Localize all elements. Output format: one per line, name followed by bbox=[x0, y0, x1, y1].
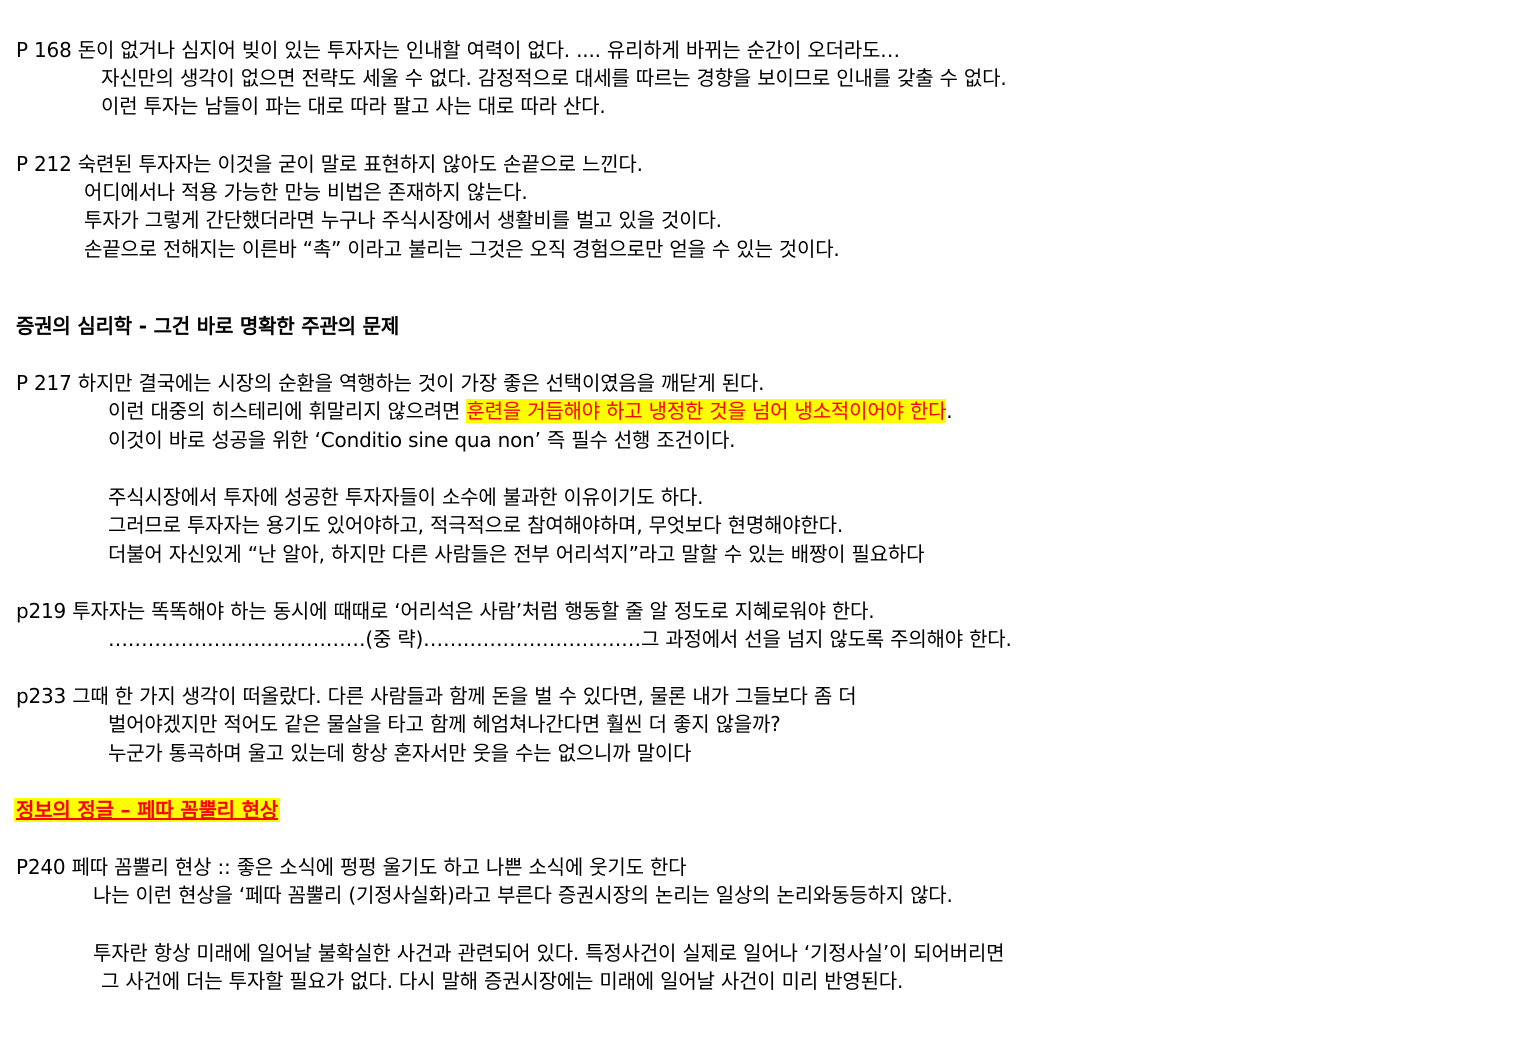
section-heading-psychology: 증권의 심리학 - 그건 바로 명확한 주관의 문제 bbox=[16, 314, 400, 338]
p217-line-6: 더불어 자신있게 “난 알아, 하지만 다른 사람들은 전부 어리석지”라고 말… bbox=[108, 542, 925, 566]
p219-line-2: …………………………………(중 략)……………………………그 과정에서 선을 넘… bbox=[108, 627, 1012, 651]
p240-line-4: 그 사건에 더는 투자할 필요가 없다. 다시 말해 증권시장에는 미래에 일어… bbox=[101, 969, 904, 993]
p240-line-2: 나는 이런 현상을 ‘페따 꼼뿔리 (기정사실화)라고 부른다 증권시장의 논리… bbox=[93, 883, 953, 907]
p233-line-3: 누군가 통곡하며 울고 있는데 항상 혼자서만 웃을 수는 없으니까 말이다 bbox=[108, 741, 692, 765]
p240-line-1: P240 페따 꼼뿔리 현상 :: 좋은 소식에 펑펑 울기도 하고 나쁜 소식… bbox=[16, 855, 687, 879]
p212-line-1: P 212 숙련된 투자자는 이것을 굳이 말로 표현하지 않아도 손끝으로 느… bbox=[16, 152, 643, 176]
p233-line-2: 벌어야겠지만 적어도 같은 물살을 타고 함께 헤엄쳐나간다면 훨씬 더 좋지 … bbox=[108, 712, 781, 736]
p217-line-2-period: . bbox=[946, 399, 953, 423]
p217-line-3: 이것이 바로 성공을 위한 ‘Conditio sine qua non’ 즉 … bbox=[108, 428, 736, 452]
p168-line-3: 이런 투자는 남들이 파는 대로 따라 팔고 사는 대로 따라 산다. bbox=[101, 94, 606, 118]
section-heading-jungle-wrapper: 정보의 정글 – 페따 꼼뿔리 현상 bbox=[14, 796, 281, 824]
p217-line-2: 이런 대중의 히스테리에 휘말리지 않으려면 훈련을 거듭해야 하고 냉정한 것… bbox=[108, 397, 953, 425]
p217-line-2-text: 이런 대중의 히스테리에 휘말리지 않으려면 bbox=[108, 399, 467, 423]
p212-line-2: 어디에서나 적용 가능한 만능 비법은 존재하지 않는다. bbox=[84, 180, 528, 204]
p168-line-1: P 168 돈이 없거나 심지어 빚이 있는 투자자는 인내할 여력이 없다. … bbox=[16, 38, 900, 62]
p212-line-4: 손끝으로 전해지는 이른바 “촉” 이라고 불리는 그것은 오직 경험으로만 얻… bbox=[84, 237, 840, 261]
p219-line-1: p219 투자자는 똑똑해야 하는 동시에 때때로 ‘어리석은 사람’처럼 행동… bbox=[16, 599, 875, 623]
p240-line-3: 투자란 항상 미래에 일어날 불확실한 사건과 관련되어 있다. 특정사건이 실… bbox=[93, 941, 1005, 965]
p217-line-5: 그러므로 투자자는 용기도 있어야하고, 적극적으로 참여해야하며, 무엇보다 … bbox=[108, 513, 843, 537]
p217-line-4: 주식시장에서 투자에 성공한 투자자들이 소수에 불과한 이유이기도 하다. bbox=[108, 485, 704, 509]
p168-line-2: 자신만의 생각이 없으면 전략도 세울 수 없다. 감정적으로 대세를 따르는 … bbox=[101, 66, 1007, 90]
section-heading-information-jungle: 정보의 정글 – 페따 꼼뿔리 현상 bbox=[14, 798, 281, 822]
highlighted-phrase: 훈련을 거듭해야 하고 냉정한 것을 넘어 냉소적이어야 한다 bbox=[466, 399, 947, 423]
p233-line-1: p233 그때 한 가지 생각이 떠올랐다. 다른 사람들과 함께 돈을 벌 수… bbox=[16, 684, 857, 708]
p217-line-1: P 217 하지만 결국에는 시장의 순환을 역행하는 것이 가장 좋은 선택이… bbox=[16, 371, 765, 395]
p212-line-3: 투자가 그렇게 간단했더라면 누구나 주식시장에서 생활비를 벌고 있을 것이다… bbox=[84, 208, 722, 232]
